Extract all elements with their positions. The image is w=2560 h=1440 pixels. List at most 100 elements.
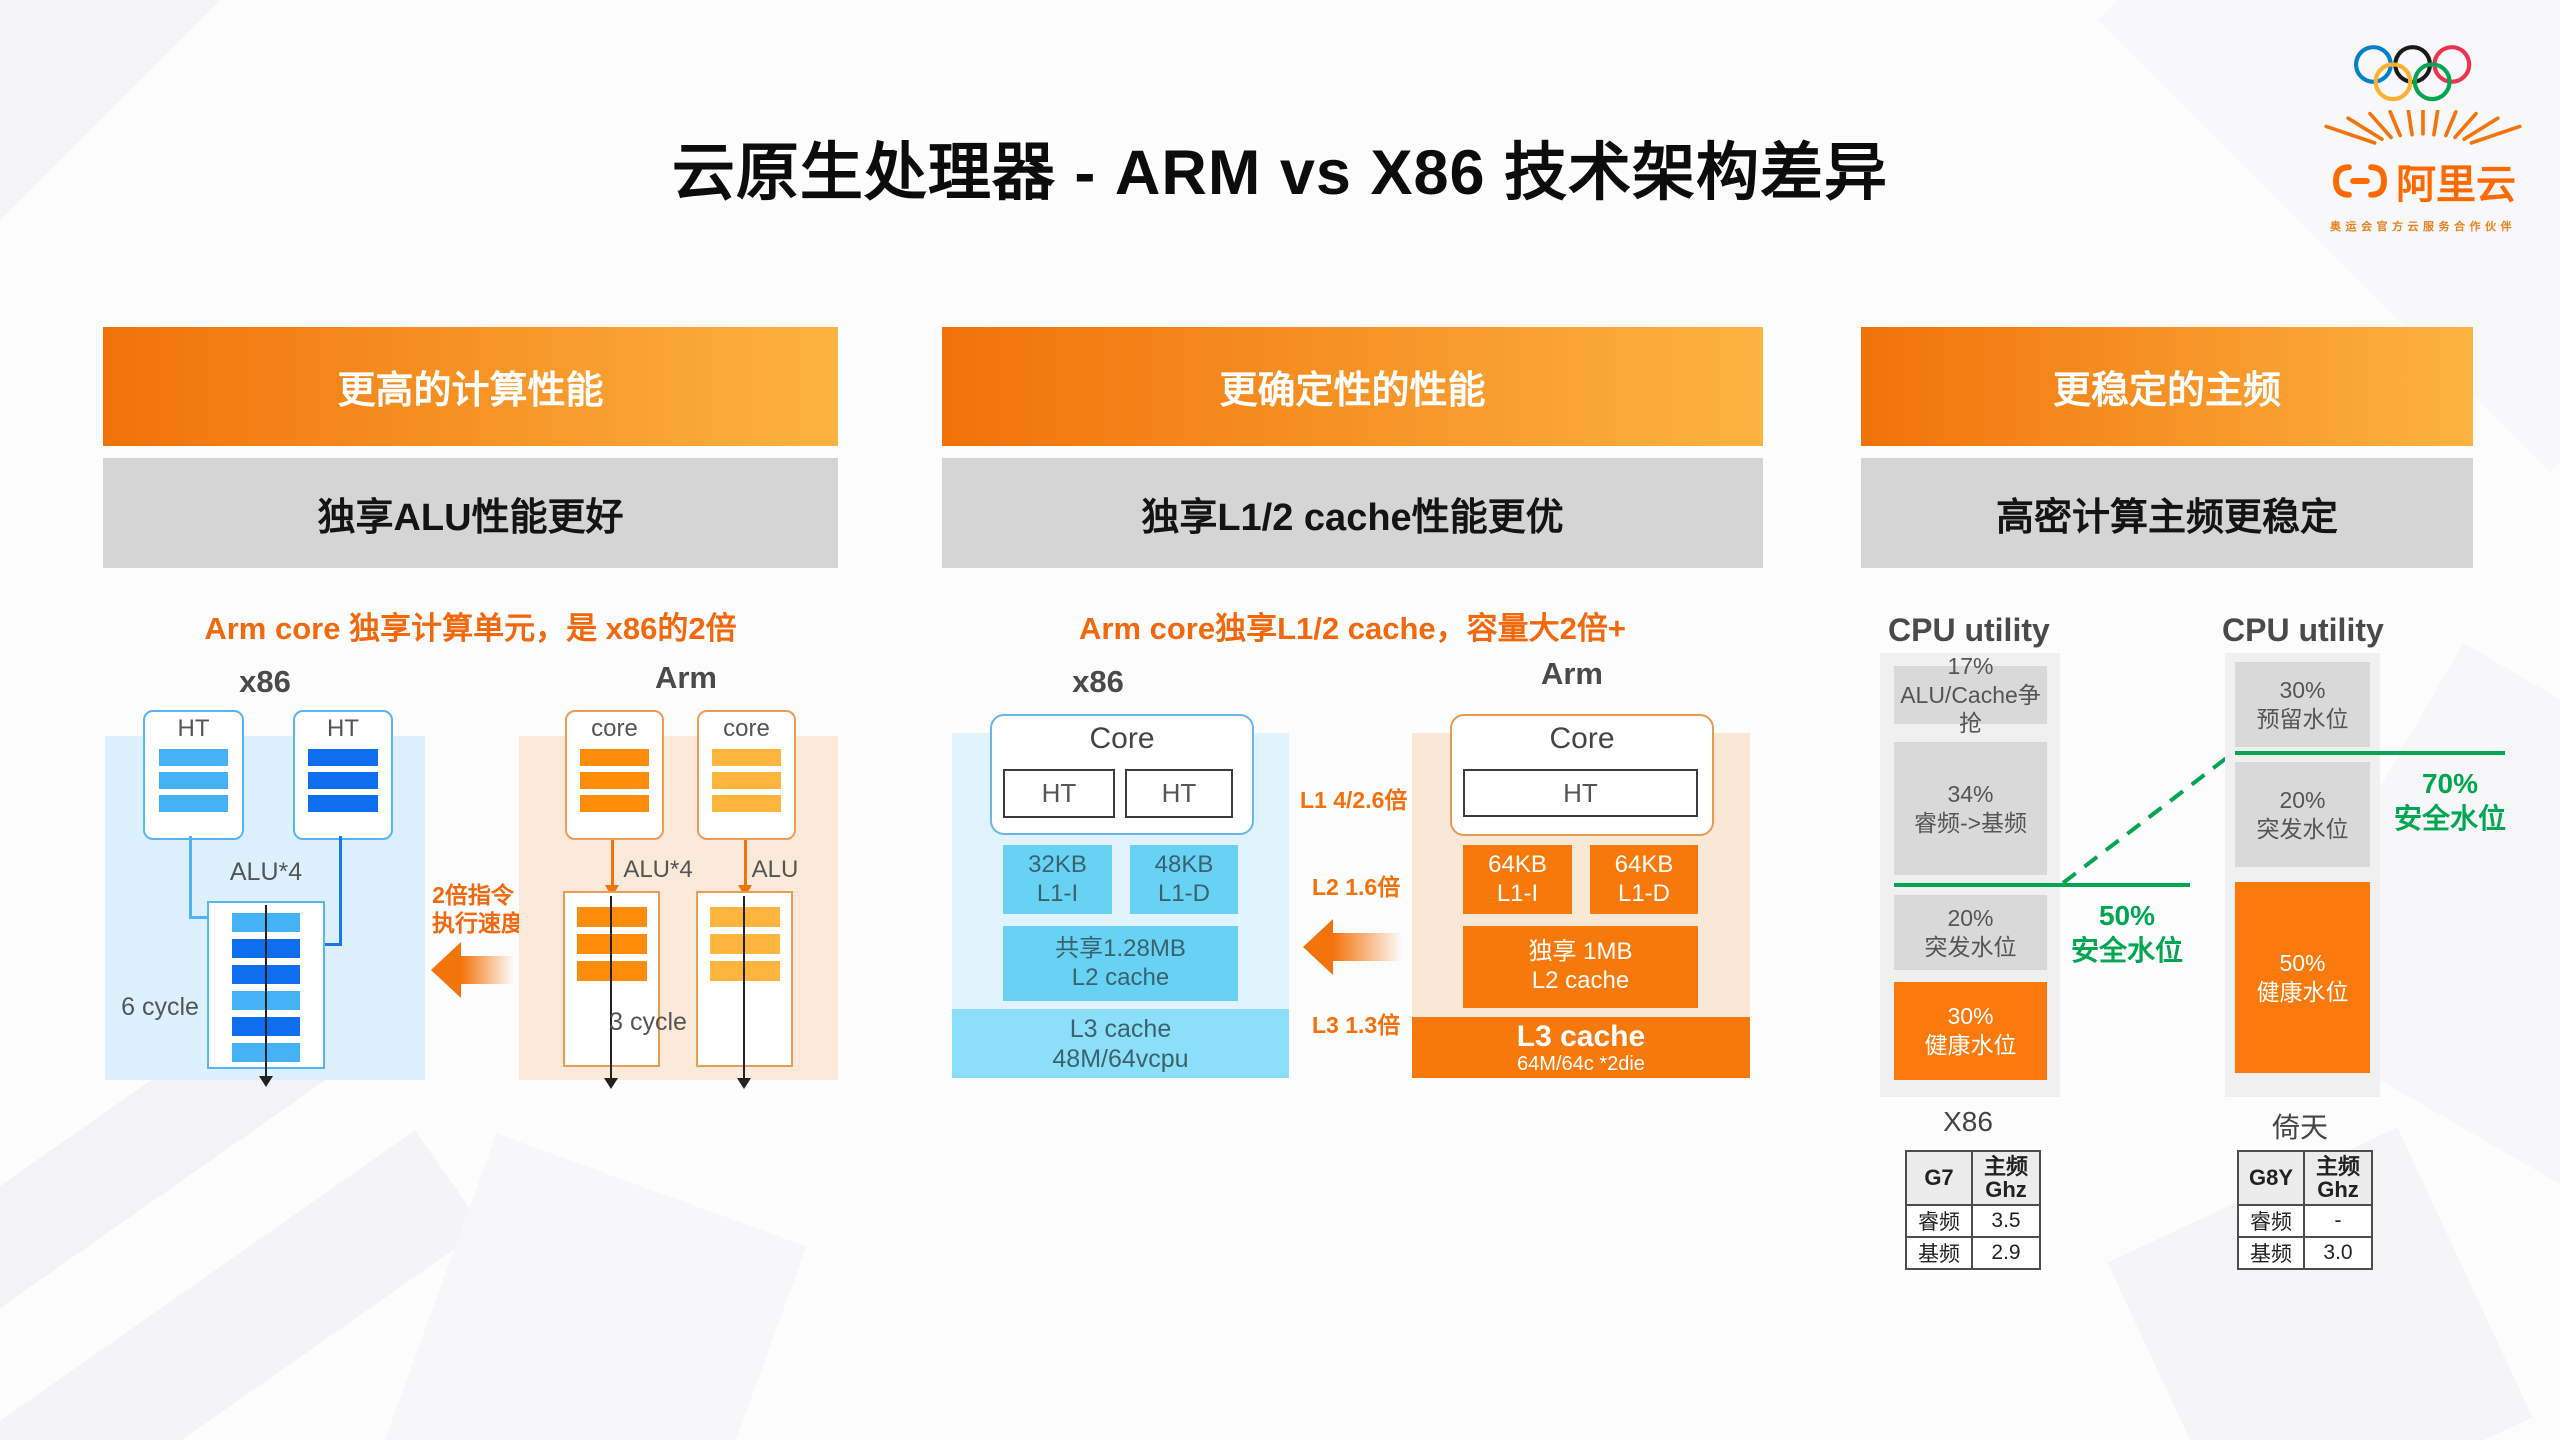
speed-text-line1: 2倍指令 — [432, 882, 514, 908]
x86-ht-box-1: HT — [143, 710, 244, 840]
pipeline-line — [610, 896, 612, 1080]
freq-header-line1: 主频 — [1983, 1153, 2028, 1179]
connector-line — [189, 916, 215, 919]
bar-axis-label-x86: X86 — [1943, 1106, 1993, 1137]
connector-line — [189, 836, 192, 919]
ht-label: HT — [1161, 778, 1197, 808]
alu4-label: ALU*4 — [229, 858, 303, 886]
column3-subheader: 高密计算主频更稳定 — [1861, 458, 2473, 568]
x86-l2-box: 共享1.28MB L2 cache — [1003, 926, 1238, 1001]
bar-segment: 17% ALU/Cache争抢 — [1894, 653, 2047, 736]
segment-label: 健康水位 — [2256, 978, 2349, 1005]
cache-left-arrow-icon — [1303, 919, 1401, 975]
segment-label: ALU/Cache争抢 — [1900, 681, 2041, 737]
alibaba-cloud-bracket-icon — [2332, 164, 2388, 198]
logo-tagline: 奥运会官方云服务合作伙伴 — [2330, 221, 2516, 233]
l1i-name: L1-I — [1496, 879, 1539, 907]
connector-line — [744, 840, 747, 888]
page-title: 云原生处理器 - ARM vs X86 技术架构差异 — [671, 138, 1889, 208]
brand-row: 阿里云 — [2330, 152, 2516, 210]
l2-size: 共享1.28MB — [1055, 934, 1186, 962]
arm-alu-label: ALU — [751, 856, 799, 883]
l1-ratio-label: L1 4/2.6倍 — [1300, 787, 1408, 813]
segment-pct: 20% — [2279, 786, 2326, 813]
ht-label: HT — [1041, 778, 1077, 808]
rays-icon — [2324, 110, 2522, 145]
l1i-name: L1-I — [1036, 879, 1079, 907]
l1d-size: 48KB — [1154, 850, 1214, 878]
row-key: 睿频 — [1905, 1204, 1973, 1238]
cpu-utility-title-right: CPU utility — [2222, 612, 2384, 648]
arm-ht-rect: HT — [1463, 769, 1698, 817]
row-value: 3.0 — [2303, 1236, 2373, 1270]
bar-segment: 30% 预留水位 — [2235, 662, 2370, 747]
bar-segment: 20% 突发水位 — [2235, 762, 2370, 867]
arm-cycle-label: 3 cycle — [609, 1008, 687, 1036]
arrow-down-icon — [737, 1078, 751, 1089]
freq-header-line2: Ghz — [2317, 1177, 2359, 1202]
ht-label: HT — [177, 715, 210, 742]
segment-label: 预留水位 — [2256, 705, 2349, 732]
row-key: 基频 — [2237, 1236, 2305, 1270]
yitian-frequency-table: G8Y 主频 Ghz 睿频 - 基频 3.0 — [2237, 1150, 2373, 1270]
x86-label: x86 — [1072, 664, 1124, 699]
speedup-left-arrow-icon — [431, 942, 513, 998]
connector-line — [611, 840, 614, 888]
core-label: core — [723, 715, 770, 742]
safe-pct: 70% — [2421, 768, 2479, 799]
segment-label: 睿频->基频 — [1913, 809, 2028, 836]
arm-label: Arm — [654, 660, 717, 695]
olympic-rings-icon — [2354, 45, 2472, 102]
safe-line-dashed — [2061, 751, 2235, 885]
segment-label: 突发水位 — [1924, 933, 2017, 960]
row-key: 睿频 — [2237, 1204, 2305, 1238]
l3-size: 48M/64vcpu — [1052, 1044, 1189, 1073]
freq-header-line1: 主频 — [2315, 1153, 2360, 1179]
thread-bars — [580, 749, 649, 812]
thread-bars — [308, 749, 378, 812]
alibaba-cloud-olympic-logo: 阿里云 奥运会官方云服务合作伙伴 — [2308, 42, 2538, 234]
arm-l1d-box: 64KB L1-D — [1590, 845, 1698, 914]
safe-note-right: 70% 安全水位 — [2388, 766, 2512, 836]
arm-label: Arm — [1540, 656, 1603, 691]
thread-bars — [158, 749, 229, 812]
brand-name: 阿里云 — [2396, 163, 2516, 207]
model-cell: G8Y — [2237, 1150, 2305, 1206]
arrow-down-icon — [604, 1078, 618, 1089]
x86-l1d-box: 48KB L1-D — [1130, 845, 1238, 914]
arm-l3-band: L3 cache 64M/64c *2die — [1412, 1017, 1750, 1078]
freq-header-cell: 主频 Ghz — [1971, 1150, 2041, 1206]
bar-segment: 30% 健康水位 — [1894, 982, 2047, 1080]
l3-name: L3 cache — [1069, 1014, 1172, 1043]
column3-header: 更稳定的主频 — [1861, 327, 2473, 446]
cpu-utility-title-left: CPU utility — [1888, 612, 2050, 648]
l1i-size: 32KB — [1028, 850, 1087, 878]
segment-pct: 30% — [1947, 1003, 1994, 1030]
table-row: 睿频 - — [2237, 1204, 2373, 1238]
safe-note-left: 50% 安全水位 — [2062, 898, 2192, 968]
column2-highlight: Arm core独享L1/2 cache，容量大2倍+ — [1079, 611, 1626, 646]
connector-line — [311, 943, 342, 946]
l1d-name: L1-D — [1157, 879, 1211, 907]
pipeline-line — [743, 896, 745, 1080]
table-row: 基频 3.0 — [2237, 1236, 2373, 1270]
core-label: Core — [1549, 722, 1615, 755]
bar-segment: 34% 睿频->基频 — [1894, 742, 2047, 875]
bar-segment: 20% 突发水位 — [1894, 895, 2047, 970]
safe-label: 安全水位 — [2070, 935, 2183, 966]
x86-l3-band: L3 cache 48M/64vcpu — [952, 1009, 1289, 1078]
segment-label: 突发水位 — [2256, 815, 2349, 842]
l2-size: 独享 1MB — [1528, 938, 1633, 966]
freq-header-cell: 主频 Ghz — [2303, 1150, 2373, 1206]
l2-name: L2 cache — [1071, 963, 1170, 991]
safe-pct: 50% — [2098, 900, 2156, 931]
safe-label: 安全水位 — [2393, 803, 2506, 834]
l1d-name: L1-D — [1617, 879, 1671, 907]
x86-frequency-table: G7 主频 Ghz 睿频 3.5 基频 2.9 — [1905, 1150, 2041, 1270]
row-key: 基频 — [1905, 1236, 1973, 1270]
row-value: - — [2303, 1204, 2373, 1238]
x86-label: x86 — [239, 664, 291, 699]
l1i-size: 64KB — [1488, 850, 1547, 878]
l2-name: L2 cache — [1531, 967, 1630, 994]
